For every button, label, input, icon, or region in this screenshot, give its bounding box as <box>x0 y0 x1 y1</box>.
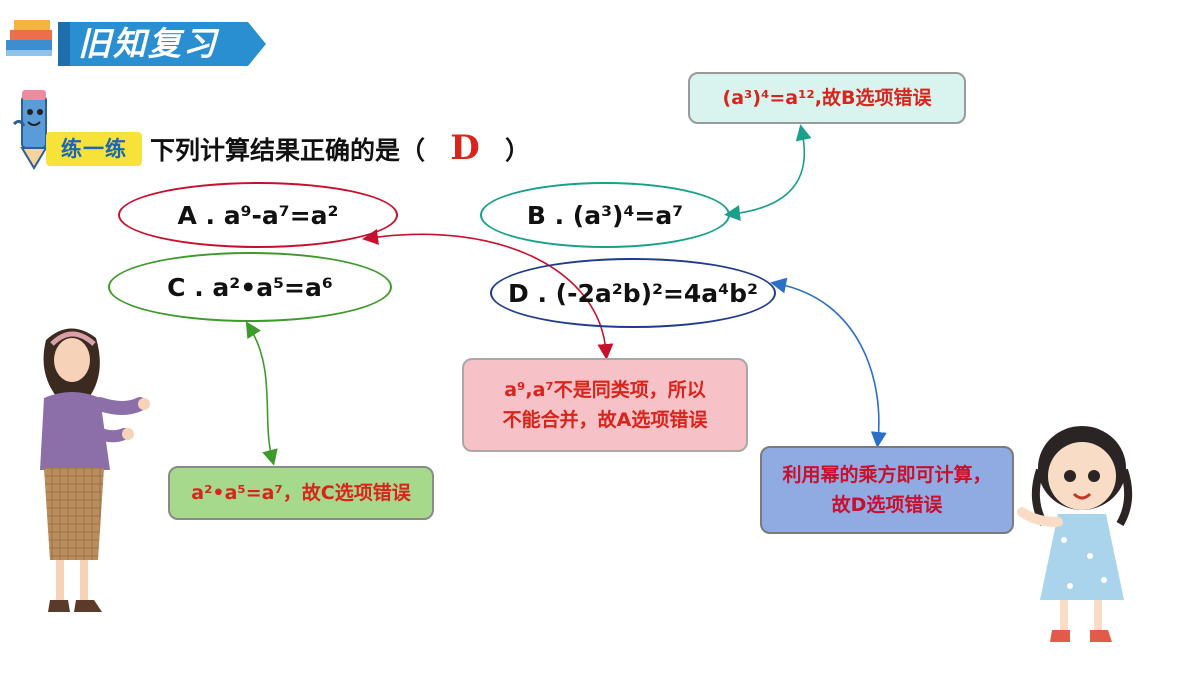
practice-label: 练一练 <box>46 132 142 166</box>
option-a[interactable]: A . a⁹-a⁷=a² <box>118 182 398 248</box>
note-option-c: a²•a⁵=a⁷，故C选项错误 <box>168 466 434 520</box>
note-d-line2: 故D选项错误 <box>831 494 943 516</box>
note-option-b: (a³)⁴=a¹²,故B选项错误 <box>688 72 966 124</box>
header-banner <box>58 22 266 66</box>
answer-letter: D <box>450 128 480 168</box>
paren-open: （ <box>400 136 426 165</box>
note-a-line2: 不能合并，故A选项错误 <box>502 409 708 431</box>
note-d-line1: 利用幂的乘方即可计算， <box>782 464 992 486</box>
girl-illustration <box>1017 426 1133 642</box>
option-d[interactable]: D . (-2a²b)²=4a⁴b² <box>490 258 776 328</box>
paren-close: ） <box>505 136 531 165</box>
note-option-a: a⁹,a⁷不是同类项，所以 不能合并，故A选项错误 <box>462 358 748 452</box>
header-title: 旧知复习 <box>78 24 218 63</box>
teacher-illustration <box>40 328 150 612</box>
option-c[interactable]: C . a²•a⁵=a⁶ <box>108 252 392 322</box>
note-a-line1: a⁹,a⁷不是同类项，所以 <box>504 379 706 401</box>
arrow-d-connector <box>770 277 887 448</box>
pencil-mascot-icon <box>12 90 48 170</box>
question-line: 下列计算结果正确的是（ D ） <box>150 128 530 168</box>
arrow-b-connector <box>724 124 812 222</box>
question-text: 下列计算结果正确的是 <box>150 136 401 165</box>
arrow-c-connector <box>245 321 278 466</box>
books-icon <box>6 20 52 56</box>
note-option-d: 利用幂的乘方即可计算， 故D选项错误 <box>760 446 1014 534</box>
option-b[interactable]: B . (a³)⁴=a⁷ <box>480 182 730 248</box>
